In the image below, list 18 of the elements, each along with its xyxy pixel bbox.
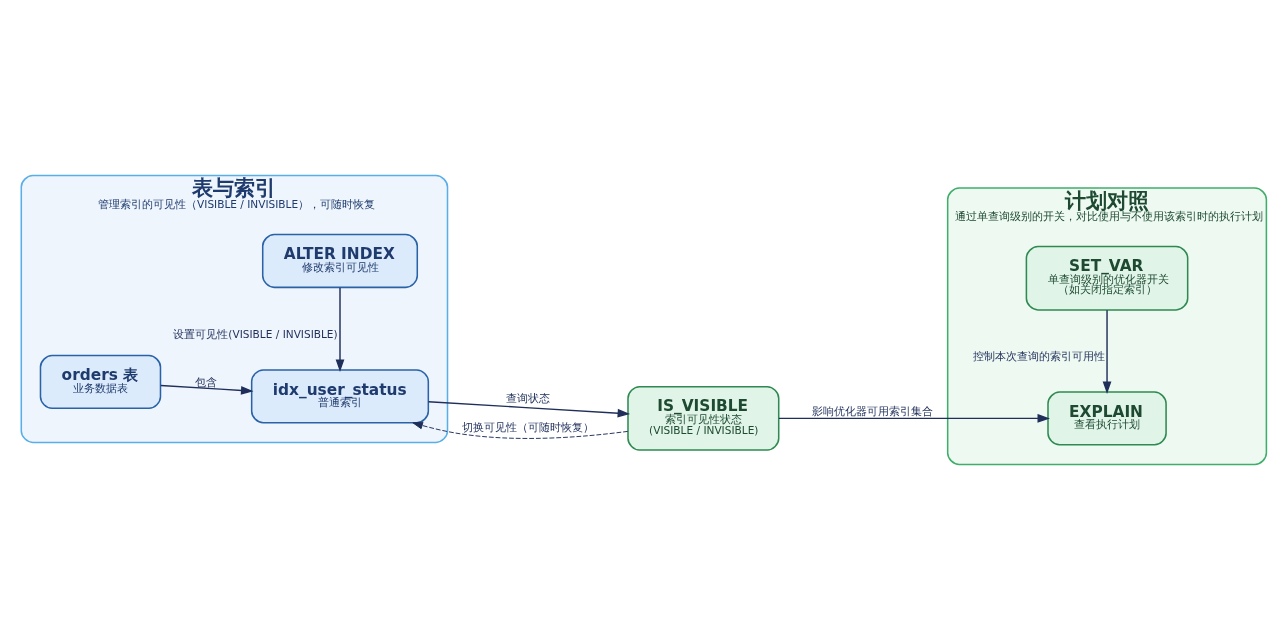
arrow [160,384,254,395]
arrow [335,287,345,373]
node-box: ALTER INDEX 修改索引可见性 [261,233,419,289]
arrow [778,414,1050,423]
edge-label: 包含 [195,375,218,388]
arrow [427,400,631,418]
edge-label: 查询状态 [506,391,551,404]
edge-label: 控制本次查询的索引可用性 [972,349,1105,362]
node-box: SET_VAR 单查询级别的优化器开关 （如关闭指定索引） [1025,245,1189,311]
arrow [412,421,629,439]
edge-label: 影响优化器可用索引集合 [812,405,934,418]
edge-label: 切换可见性（可随时恢复） [462,420,595,433]
node-box: orders 表 业务数据表 [39,354,162,410]
arrow [1102,309,1112,395]
node-box: EXPLAIN 查看执行计划 [1047,391,1167,446]
node-box: IS_VISIBLE 索引可见性状态 (VISIBLE / INVISIBLE) [627,385,780,451]
node-box: idx_user_status 普通索引 [250,369,430,424]
edge-label: 设置可见性(VISIBLE / INVISIBLE) [173,327,338,340]
